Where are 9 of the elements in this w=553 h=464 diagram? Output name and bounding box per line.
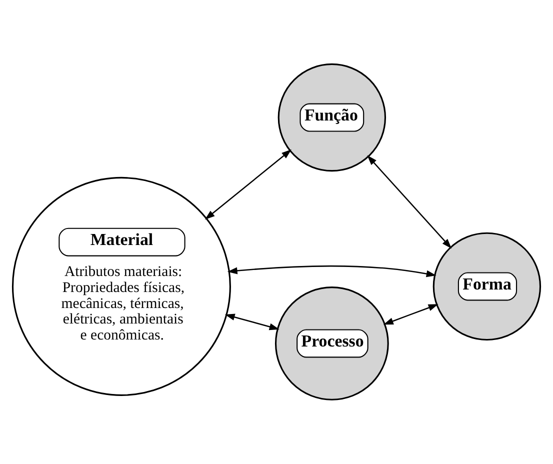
node-circle: Forma (432, 232, 542, 341)
arrow (224, 314, 280, 330)
node-circle: Material Atributos materiais: Propriedades físicas, mecânicas, térmicas, elétricas, ambientais e econômicas. (12, 176, 231, 396)
arrow (227, 265, 436, 278)
node-circle: Função (278, 63, 386, 172)
arrow (367, 155, 452, 249)
arrow (204, 149, 292, 220)
arrow (383, 304, 438, 325)
node-circle: Processo (274, 286, 389, 400)
